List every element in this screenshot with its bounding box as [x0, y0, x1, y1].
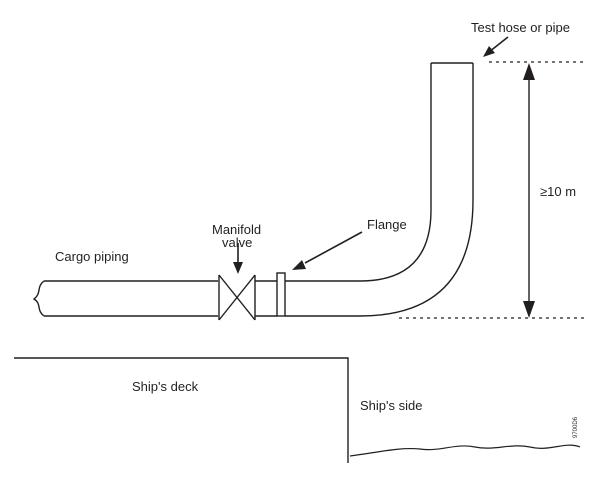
cargo-piping-label: Cargo piping — [55, 249, 129, 264]
flange-pointer — [292, 231, 363, 270]
cargo-pipe — [32, 280, 218, 317]
test-hose — [285, 62, 474, 317]
height-label: ≥10 m — [540, 184, 576, 199]
flange — [276, 272, 286, 317]
deck-and-side-line — [14, 357, 349, 463]
water-line — [349, 444, 581, 457]
figure-id-label: 9700D6 — [573, 416, 579, 438]
manifold-pointer — [233, 243, 243, 274]
flange-label: Flange — [367, 217, 407, 232]
height-dimension-arrow — [523, 63, 535, 318]
test-hose-label: Test hose or pipe — [471, 20, 570, 35]
test-hose-pointer — [483, 36, 509, 57]
spool-pipe — [255, 280, 277, 317]
manifold-valve — [218, 274, 256, 321]
ship-hull — [14, 357, 581, 463]
ships-side-label: Ship's side — [360, 398, 422, 413]
ships-deck-label: Ship's deck — [132, 379, 199, 394]
manifold-label-line2: valve — [222, 235, 252, 250]
manifold-label-line1: Manifold — [212, 222, 261, 237]
pipe-break-end — [32, 280, 45, 317]
